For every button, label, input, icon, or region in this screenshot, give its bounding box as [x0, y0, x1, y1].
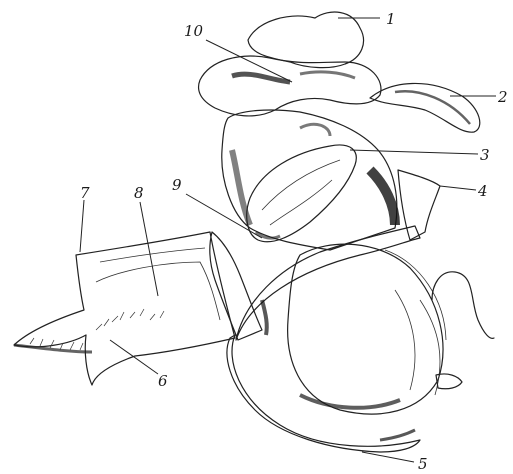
- ridge-organ: [247, 145, 357, 242]
- part-labels: 1 2 3 4 5 6 7 8 9 10: [80, 10, 508, 473]
- label-6: 6: [158, 372, 168, 390]
- fin: [14, 232, 235, 385]
- label-9: 9: [172, 176, 182, 194]
- label-3: 3: [480, 146, 490, 164]
- shell-body: [288, 244, 462, 414]
- leader-lines: [80, 18, 496, 462]
- label-5: 5: [418, 455, 428, 473]
- head-region: [199, 12, 480, 250]
- label-4: 4: [477, 182, 488, 200]
- label-7: 7: [80, 184, 90, 202]
- label-10: 10: [184, 22, 204, 40]
- neck-stalk: [210, 232, 262, 340]
- label-2: 2: [497, 88, 508, 106]
- mantle-lobe: [227, 226, 420, 452]
- label-8: 8: [134, 184, 144, 202]
- label-1: 1: [386, 10, 396, 28]
